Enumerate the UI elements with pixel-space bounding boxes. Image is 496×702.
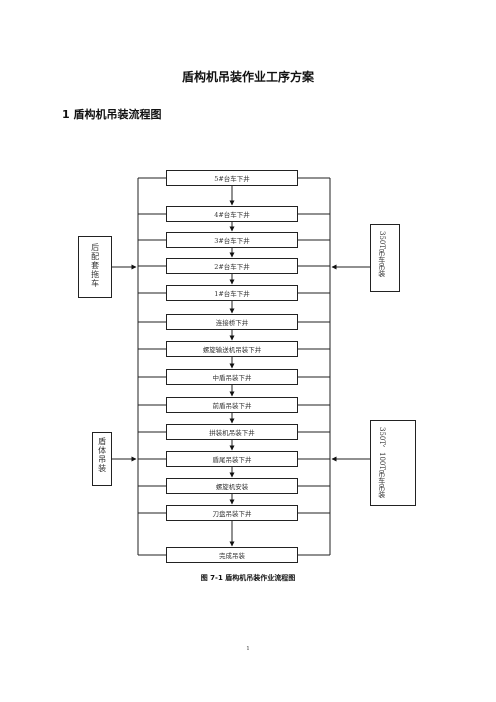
- flow-step: 2#台车下井: [166, 258, 298, 274]
- page-number: 1: [246, 646, 250, 652]
- flow-step: 螺旋机安装: [166, 478, 298, 494]
- right-box-crane-350-100-label: 350T、100T吊车吊装: [377, 427, 386, 499]
- flow-step: 1#台车下井: [166, 285, 298, 301]
- flow-step: 4#台车下井: [166, 206, 298, 222]
- figure-caption: 图 7-1 盾构机吊装作业流程图: [200, 574, 296, 582]
- flow-step: 中盾吊装下井: [166, 369, 298, 385]
- flow-step: 刀盘吊装下井: [166, 505, 298, 521]
- left-box-trailers-label: 后配套拖车: [90, 243, 100, 288]
- document-title: 盾构机吊装作业工序方案: [181, 70, 314, 84]
- flow-step: 5#台车下井: [166, 170, 298, 186]
- section-heading: 1 盾构机吊装流程图: [62, 108, 162, 121]
- flow-step: 连接桥下井: [166, 314, 298, 330]
- right-box-crane-350-label: 350T吊车吊装: [377, 231, 386, 278]
- left-box-shield-label: 盾体吊装: [97, 437, 107, 473]
- flow-step: 3#台车下井: [166, 232, 298, 248]
- flow-step: 完成吊装: [166, 547, 298, 563]
- left-box-trailers: 后配套拖车: [78, 236, 112, 298]
- right-box-crane-350: 350T吊车吊装: [370, 224, 400, 292]
- flow-step: 螺旋输送机吊装下井: [166, 341, 298, 357]
- flow-step: 前盾吊装下井: [166, 397, 298, 413]
- left-box-shield: 盾体吊装: [92, 432, 112, 486]
- flow-step: 盾尾吊装下井: [166, 451, 298, 467]
- right-box-crane-350-100: 350T、100T吊车吊装: [370, 420, 416, 506]
- flow-step: 拼装机吊装下井: [166, 424, 298, 440]
